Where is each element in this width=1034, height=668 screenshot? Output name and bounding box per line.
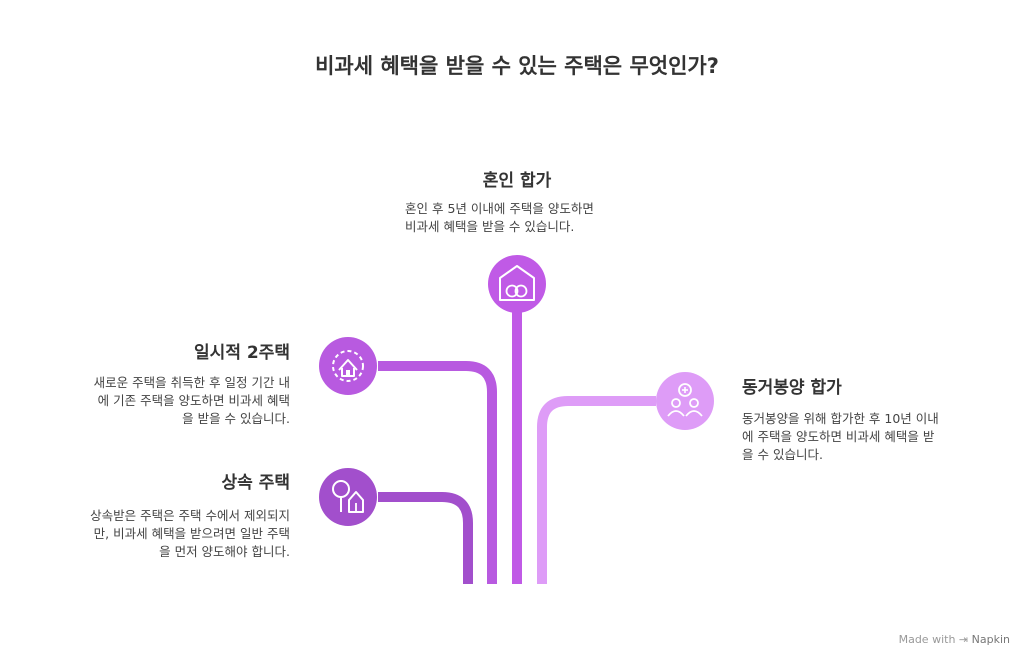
temporary-description: 새로운 주택을 취득한 후 일정 기간 내 에 기존 주택을 양도하면 비과세 …	[30, 374, 290, 428]
inheritance-description-line: 상속받은 주택은 주택 수에서 제외되지	[90, 508, 290, 523]
napkin-brand-label: Napkin	[971, 633, 1010, 646]
parents-description-line: 을 수 있습니다.	[742, 447, 823, 462]
house-rings-icon	[488, 255, 546, 313]
marriage-description-line: 혼인 후 5년 이내에 주택을 양도하면	[405, 201, 594, 216]
inheritance-heading: 상속 주택	[221, 473, 290, 493]
marriage-description-line: 비과세 혜택을 받을 수 있습니다.	[405, 219, 575, 234]
inheritance-description-line: 을 먼저 양도해야 합니다.	[159, 544, 290, 559]
parents-description-line: 동거봉양을 위해 합가한 후 10년 이내	[742, 411, 939, 426]
inheritance-description: 상속받은 주택은 주택 수에서 제외되지 만, 비과세 혜택을 받으려면 일반 …	[30, 507, 290, 561]
inheritance-description-line: 만, 비과세 혜택을 받으려면 일반 주택	[93, 526, 290, 541]
parents-description-line: 에 주택을 양도하면 비과세 혜택을 받	[742, 429, 935, 444]
parents-connector	[537, 396, 656, 584]
temporary-heading: 일시적 2주택	[194, 343, 290, 363]
people-plus-icon	[656, 372, 714, 430]
napkin-logo-icon: ⇥	[958, 633, 969, 646]
made-with-label: Made with	[898, 633, 956, 646]
page-title: 비과세 혜택을 받을 수 있는 주택은 무엇인가?	[315, 54, 719, 78]
marriage-heading: 혼인 합가	[482, 171, 552, 191]
inheritance-connector	[378, 492, 473, 584]
marriage-description: 혼인 후 5년 이내에 주택을 양도하면 비과세 혜택을 받을 수 있습니다.	[405, 200, 645, 236]
temporary-connector	[378, 361, 497, 584]
tree-house-icon	[319, 468, 377, 526]
temporary-description-line: 새로운 주택을 취득한 후 일정 기간 내	[93, 375, 290, 390]
temporary-description-line: 을 받을 수 있습니다.	[182, 411, 290, 426]
parents-description: 동거봉양을 위해 합가한 후 10년 이내 에 주택을 양도하면 비과세 혜택을…	[742, 410, 1002, 464]
parents-heading: 동거봉양 합가	[742, 378, 842, 398]
temporary-description-line: 에 기존 주택을 양도하면 비과세 혜택	[97, 393, 290, 408]
napkin-watermark: Made with ⇥ Napkin	[899, 633, 1010, 646]
house-gear-icon	[319, 337, 377, 395]
